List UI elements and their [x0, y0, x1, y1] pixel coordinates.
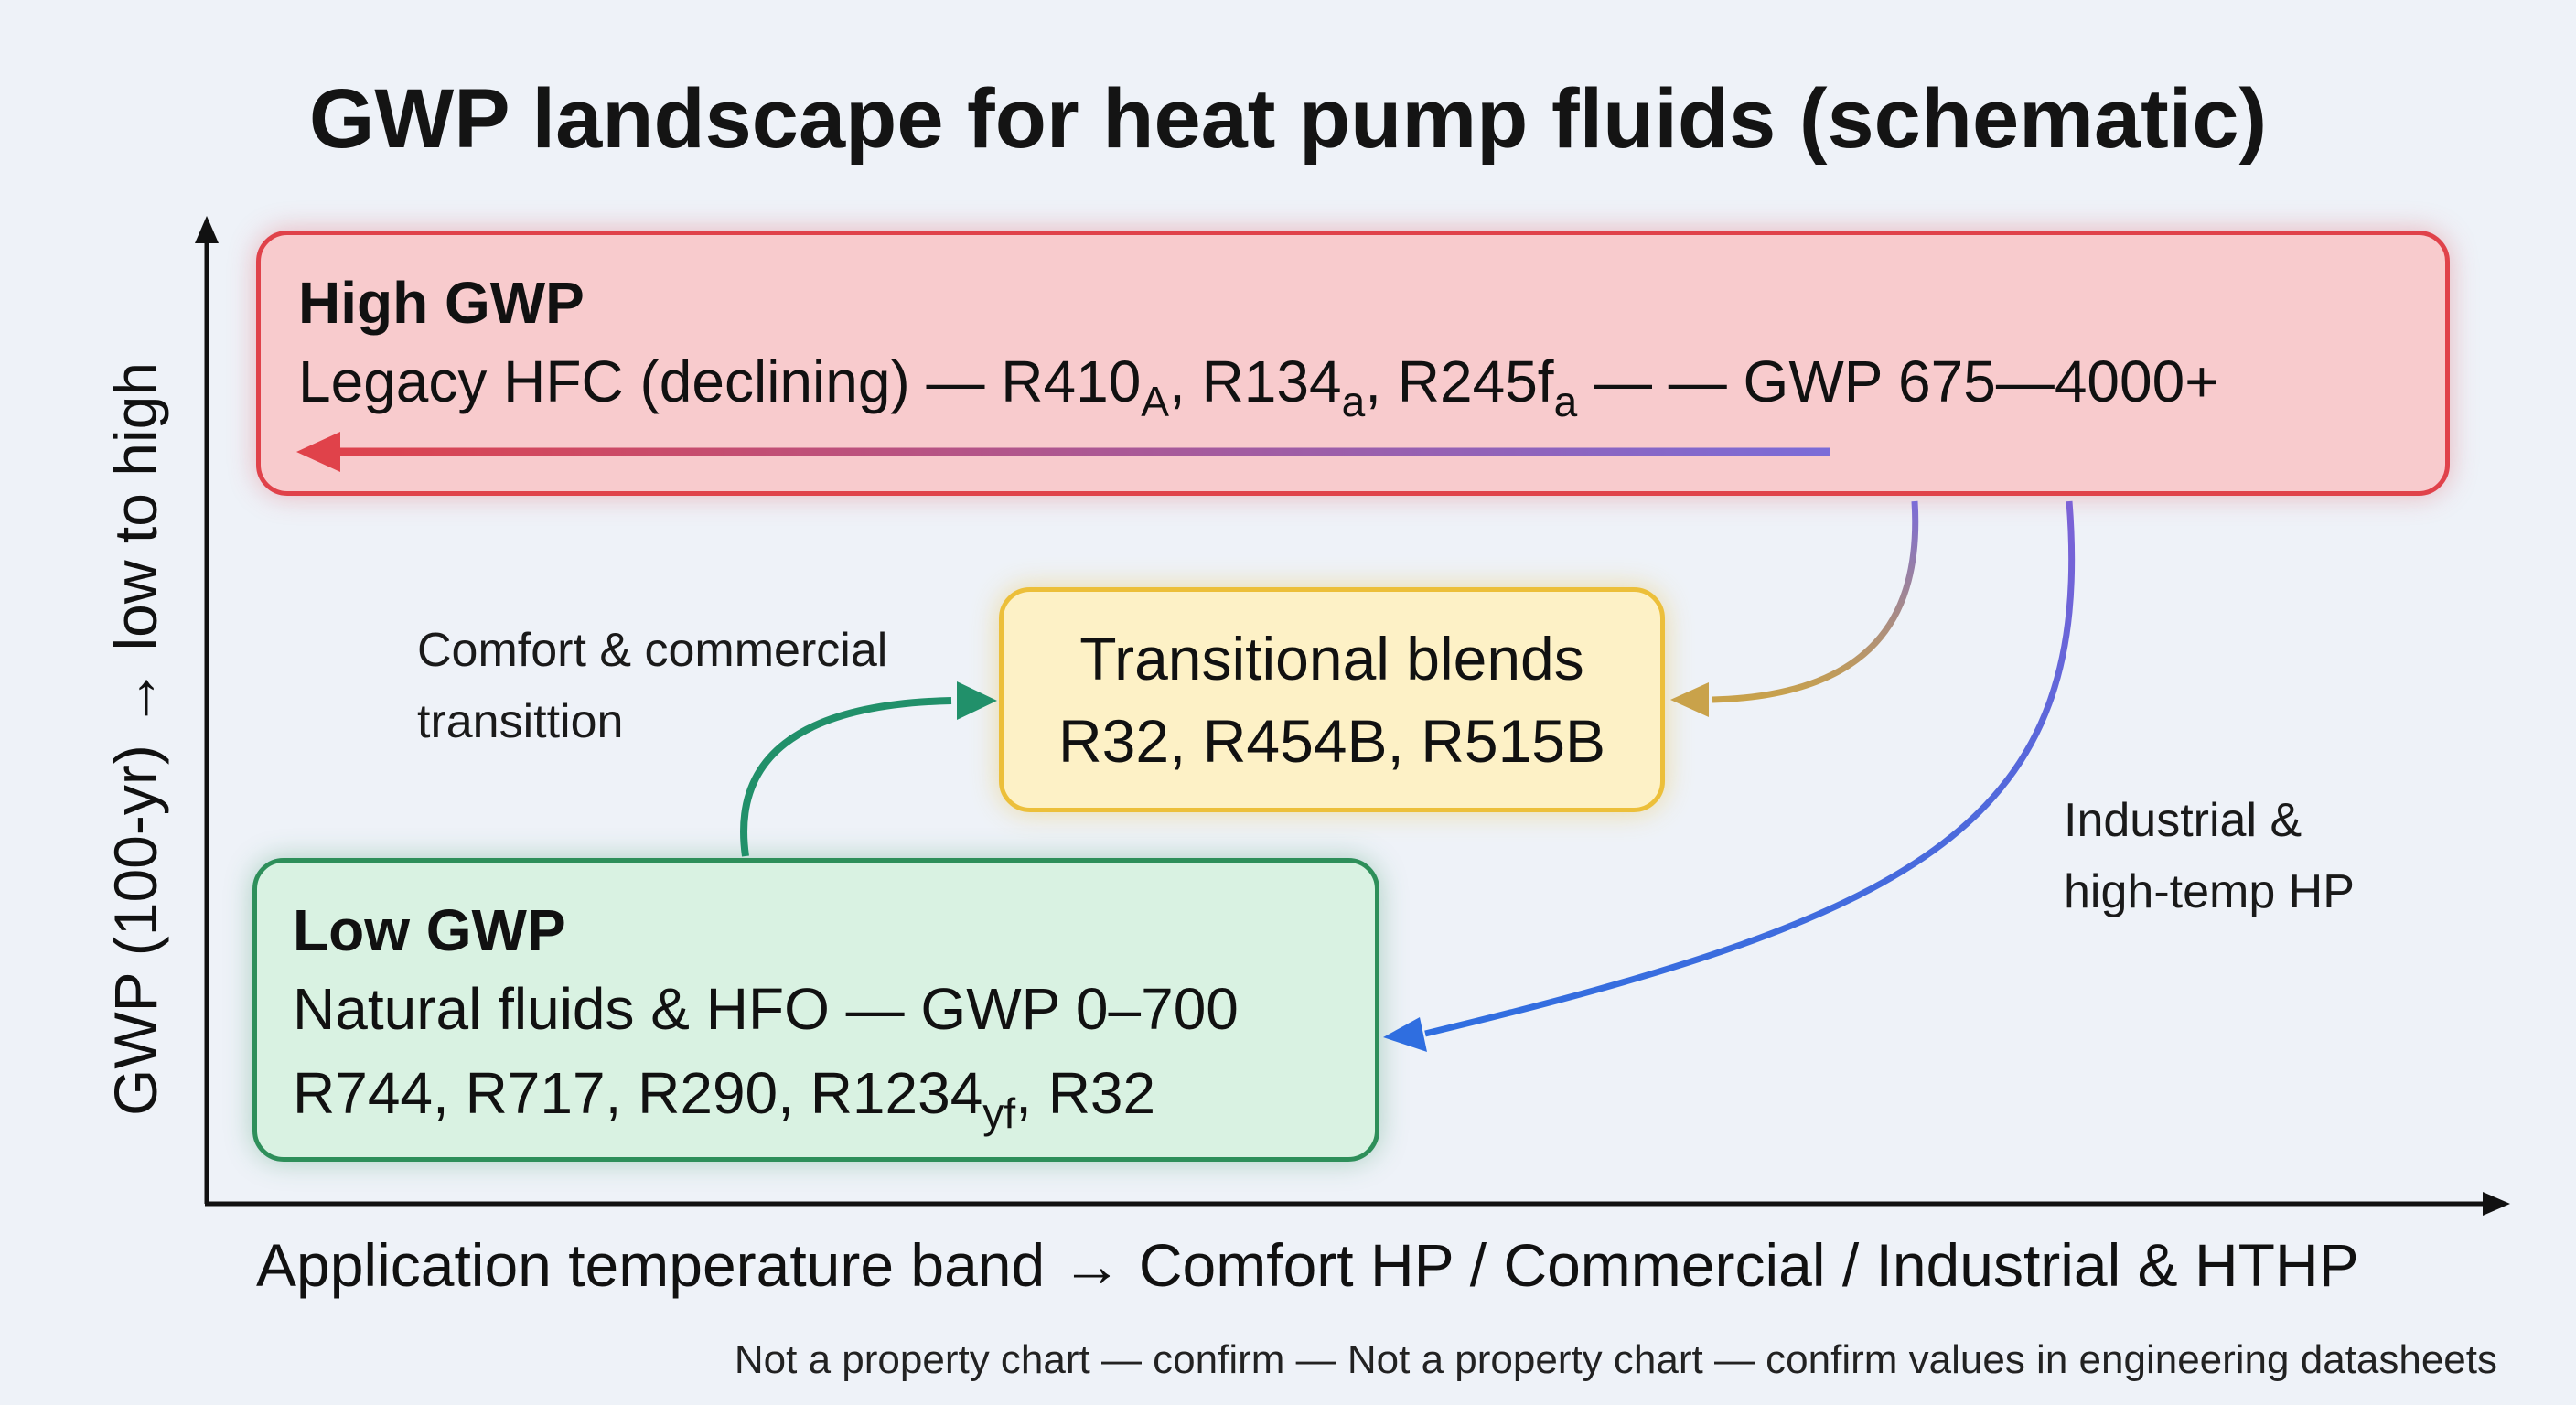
- industrial-annotation-line1: Industrial &: [2064, 794, 2302, 847]
- industrial-arrowhead: [1383, 1017, 1427, 1052]
- comfort-annotation: Comfort & commercial transittion: [417, 615, 887, 757]
- high-to-transitional-arrowhead: [1670, 682, 1709, 717]
- high-gwp-desc-suffix: — — GWP 675—4000+: [1577, 349, 2219, 414]
- high-gwp-mid1: , R134: [1169, 349, 1342, 414]
- industrial-annotation: Industrial & high-temp HP: [2064, 785, 2355, 928]
- high-gwp-sub2: a: [1341, 378, 1366, 426]
- high-gwp-desc-prefix: Legacy HFC (declining) — R410: [298, 349, 1142, 414]
- y-axis-label: GWP (100-yr) → low to high: [102, 361, 169, 1116]
- decline-arrowhead: [296, 432, 340, 472]
- diagram-title: GWP landscape for heat pump fluids (sche…: [308, 72, 2268, 166]
- industrial-arrow: [1424, 500, 2076, 1037]
- transitional-title: Transitional blends: [1079, 625, 1584, 692]
- high-to-transitional-arrow: [1712, 500, 1919, 703]
- footnote: Not a property chart — confirm — Not a p…: [734, 1337, 2497, 1382]
- low-gwp-description: Natural fluids & HFO — GWP 0–700: [293, 976, 1239, 1042]
- low-gwp-fluids: R744, R717, R290, R1234yf, R32: [293, 1059, 1155, 1138]
- x-axis-arrowhead: [2483, 1192, 2510, 1216]
- comfort-annotation-line2: transittion: [417, 695, 624, 748]
- high-gwp-mid2: , R245f: [1365, 349, 1554, 414]
- industrial-annotation-line2: high-temp HP: [2064, 865, 2355, 918]
- high-gwp-heading: High GWP: [298, 270, 585, 336]
- transitional-fluids: R32, R454B, R515B: [1057, 707, 1606, 775]
- y-axis-arrowhead: [195, 216, 219, 243]
- low-gwp-fluids-prefix: R744, R717, R290, R1234: [293, 1060, 983, 1126]
- high-gwp-sub1: A: [1141, 378, 1170, 426]
- x-axis-label: Application temperature band → Comfort H…: [256, 1231, 2359, 1299]
- comfort-annotation-line1: Comfort & commercial: [417, 624, 888, 677]
- low-gwp-fluids-sub: yf: [982, 1089, 1016, 1138]
- low-gwp-box: [252, 858, 1379, 1162]
- comfort-transition-arrow: [740, 697, 952, 857]
- low-gwp-heading: Low GWP: [293, 897, 566, 963]
- comfort-transition-arrowhead: [957, 681, 997, 720]
- transitional-blends-box: [999, 587, 1665, 812]
- high-gwp-description: Legacy HFC (declining) — R410A, R134a, R…: [298, 348, 2219, 426]
- high-gwp-sub3: a: [1553, 378, 1578, 426]
- low-gwp-fluids-suffix: , R32: [1015, 1060, 1156, 1126]
